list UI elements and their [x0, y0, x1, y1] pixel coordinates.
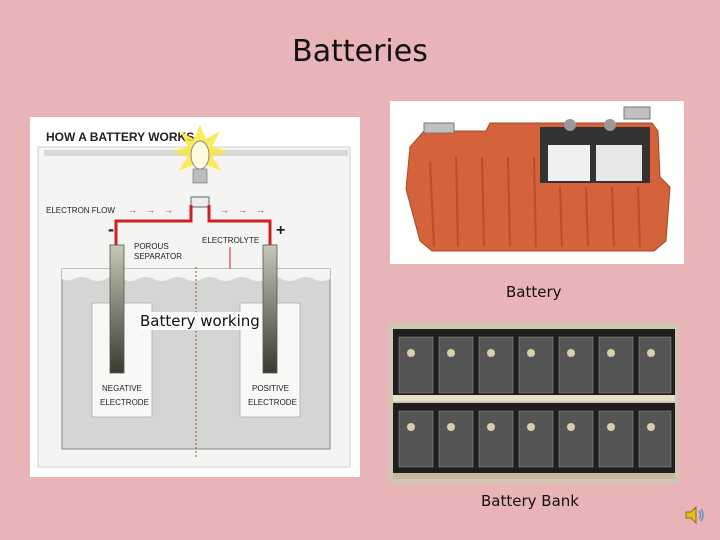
plus-sign: +: [276, 222, 285, 239]
electron-flow-label: ELECTRON FLOW: [46, 206, 115, 215]
battery-bank-photo: [389, 323, 679, 483]
light-bulb-icon: [172, 125, 228, 208]
speaker-icon[interactable]: [683, 503, 707, 527]
negative-electrode-label-2: ELECTRODE: [100, 398, 149, 407]
diagram-heading: HOW A BATTERY WORKS: [46, 130, 194, 144]
svg-text:→: →: [146, 205, 155, 215]
slide-title: Batteries: [292, 34, 428, 69]
wire-negative: [114, 205, 193, 252]
minus-sign: -: [108, 219, 114, 239]
svg-text:→: →: [238, 205, 247, 215]
electron-flow-arrows: → → → → → →: [128, 205, 265, 215]
positive-electrode: [262, 244, 278, 374]
porous-separator-label-2: SEPARATOR: [134, 252, 182, 261]
battery-caption: Battery: [506, 283, 562, 301]
battery-photo: [390, 101, 684, 264]
battery-diagram-svg: HOW A BATTERY WORKS ELECTRON FLOW →→→ →→…: [37, 125, 351, 468]
svg-text:→: →: [256, 205, 265, 215]
positive-electrode-label-2: ELECTRODE: [248, 398, 297, 407]
wire-positive: [207, 205, 272, 245]
positive-electrode-label-1: POSITIVE: [252, 384, 289, 393]
negative-electrode: [109, 244, 125, 374]
negative-electrode-label-1: NEGATIVE: [102, 384, 142, 393]
svg-text:→: →: [128, 205, 137, 215]
svg-text:→: →: [220, 205, 229, 215]
svg-text:→: →: [164, 205, 173, 215]
battery-working-caption: Battery working: [139, 312, 261, 330]
electrolyte-label: ELECTROLYTE: [202, 236, 259, 245]
battery-diagram: HOW A BATTERY WORKS ELECTRON FLOW →→→ →→…: [30, 117, 360, 477]
porous-separator-label-1: POROUS: [134, 242, 169, 251]
battery-bank-caption: Battery Bank: [481, 492, 579, 510]
